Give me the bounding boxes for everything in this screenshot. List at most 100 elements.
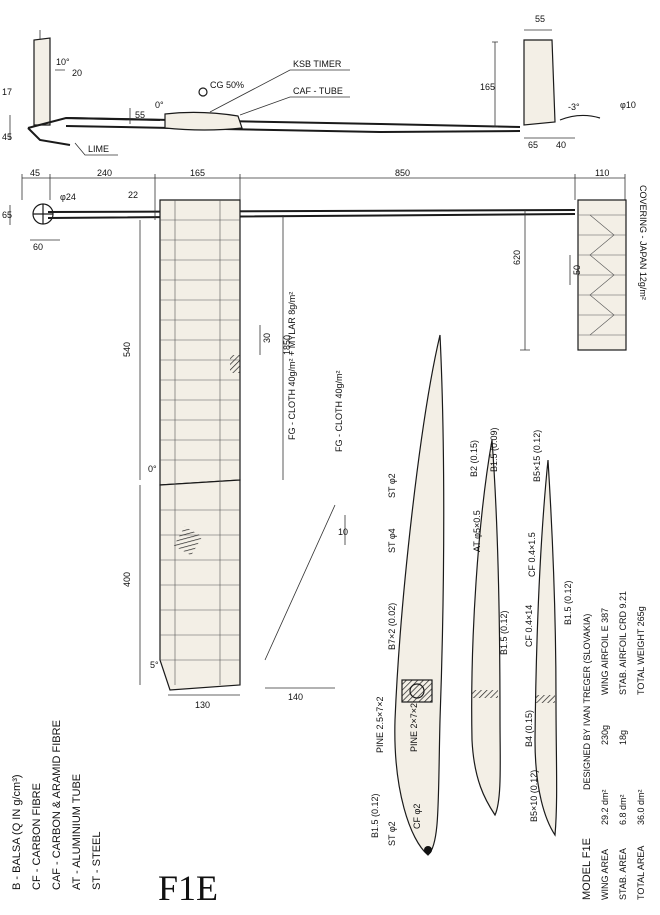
label-b5x15: B5×15 (0.12)	[532, 430, 542, 482]
angle-minus3: -3°	[568, 102, 580, 112]
label-b15-12b: B1.5 (0.12)	[563, 580, 573, 625]
dim-20: 20	[72, 68, 82, 78]
section-mid	[471, 439, 501, 817]
spec-wing-extra: WING AIRFOIL E 387	[600, 608, 610, 695]
label-cf2: CF φ2	[412, 804, 422, 829]
dim-wing-1850: 1850	[282, 335, 292, 355]
section-root	[394, 334, 445, 856]
dim-55: 55	[135, 110, 145, 120]
dim-top-24: φ24	[60, 192, 76, 202]
dim-wing-140: 140	[288, 692, 303, 702]
label-pine1: PINE 2.5×7×2	[375, 696, 385, 753]
wing-inner-panel	[159, 199, 241, 486]
dim-top-65: 65	[2, 210, 12, 220]
label-b7x2: B7×2 (0.02)	[387, 603, 397, 650]
spec-wing-mass: 230g	[600, 725, 610, 745]
dim-17: 17	[2, 87, 12, 97]
legend-at: AT - ALUMINIUM TUBE	[71, 774, 83, 890]
plan-title: F1E	[158, 868, 218, 908]
label-pine2: PINE 2×7×2	[409, 703, 419, 752]
cg-label: CG 50%	[210, 80, 244, 90]
dim-wing-540: 540	[122, 342, 132, 357]
caf-tube-label: CAF - TUBE	[293, 86, 343, 96]
dim-top-22: 22	[128, 190, 138, 200]
label-b15-12c: B1.5 (0.12)	[370, 793, 380, 838]
dim-40: 40	[556, 140, 566, 150]
label-st2-top: ST φ2	[387, 473, 397, 498]
section-root-rod	[424, 846, 432, 854]
legend-cf: CF - CARBON FIBRE	[31, 783, 43, 890]
angle-wing-5: 5°	[150, 660, 159, 670]
label-b5x10: B5×10 (0.12)	[529, 770, 539, 822]
spec-total-area: 36.0 dm²	[636, 789, 646, 825]
dim-wing-400: 400	[122, 572, 132, 587]
spec-stab-area: 6.8 dm²	[618, 794, 628, 825]
label-b4: B4 (0.15)	[524, 710, 534, 747]
spec-stab-mass: 18g	[618, 730, 628, 745]
label-at: AT φ5×0.5	[472, 510, 482, 552]
spec-stab-extra: STAB. AIRFOIL CRD 9.21	[618, 591, 628, 695]
legend-st: ST - STEEL	[91, 832, 103, 890]
material-legend: B - BALSA (Q IN g/cm³) CF - CARBON FIBRE…	[11, 720, 103, 890]
angle-0: 0°	[155, 100, 164, 110]
label-b15-09: B1.5 (0.09)	[489, 427, 499, 472]
label-b15-12a: B1.5 (0.12)	[499, 610, 509, 655]
cg-mark	[198, 87, 208, 97]
label-st2-bot: ST φ2	[387, 821, 397, 846]
section-tip-spar	[535, 695, 555, 703]
dim-top-850: 850	[395, 168, 410, 178]
spec-designed: DESIGNED BY IVAN TREGER (SLOVAKIA)	[582, 614, 592, 790]
dim-stab-50: 50	[572, 265, 582, 275]
spec-wing-area: 29.2 dm²	[600, 789, 610, 825]
angle-wing-0: 0°	[148, 464, 157, 474]
nose-pod	[27, 116, 161, 146]
covering-label: COVERING - JAPAN 12g/m²	[638, 185, 648, 300]
legend-caf: CAF - CARBON & ARAMID FIBRE	[51, 720, 63, 890]
label-b2: B2 (0.15)	[469, 440, 479, 477]
side-boom	[65, 117, 521, 134]
dim-stab-620: 620	[512, 250, 522, 265]
fg-cloth-mylar: FG - CLOTH 40g/m² + MYLAR 8g/m²	[287, 292, 297, 440]
wing-sections: ST φ2 ST φ4 B7×2 (0.02) AT φ5×0.5 B2 (0.…	[370, 334, 573, 856]
spec-model: MODEL F1E	[581, 838, 593, 900]
tail-fin	[523, 39, 556, 126]
wing-joiner-hatch	[230, 355, 240, 373]
wing-hatch-2	[173, 526, 203, 556]
spec-stab-label: STAB. AREA	[618, 848, 628, 900]
dim-wing-130: 130	[195, 700, 210, 710]
spec-table: MODEL F1E DESIGNED BY IVAN TREGER (SLOVA…	[581, 591, 646, 900]
section-mid-spar	[472, 690, 498, 698]
side-view: KSB TIMER CAF - TUBE CG 50% LIME 55 165 …	[2, 14, 636, 156]
spec-wing-label: WING AREA	[600, 849, 610, 900]
dim-45: 45	[2, 132, 12, 142]
section-root-tube	[409, 683, 425, 699]
dim-phi10: φ10	[620, 100, 636, 110]
ksb-timer-label: KSB TIMER	[293, 59, 342, 69]
dim-top-110: 110	[595, 168, 609, 178]
legend-b: B - BALSA (Q IN g/cm³)	[11, 774, 23, 890]
section-tip	[534, 459, 558, 837]
spec-total-extra: TOTAL WEIGHT 265g	[636, 606, 646, 695]
dim-top-165: 165	[190, 168, 205, 178]
dim-65: 65	[528, 140, 538, 150]
fg-cloth-40: FG - CLOTH 40g/m²	[334, 370, 344, 452]
dim-top-45: 45	[30, 168, 40, 178]
top-boom	[47, 209, 576, 219]
nose-fin	[33, 37, 51, 126]
label-st4: ST φ4	[387, 528, 397, 553]
lime-label: LIME	[88, 144, 109, 154]
label-cf15: CF 0.4×1.5	[527, 532, 537, 577]
dim-top-60: 60	[33, 242, 43, 252]
top-view: 45 240 165 850 110 65 φ24 22 60 620 50 C…	[2, 168, 648, 710]
section-root-spar	[401, 679, 433, 703]
dim-fin-165: 165	[480, 82, 495, 92]
angle-10: 10°	[56, 57, 70, 67]
dim-wing-30: 30	[262, 333, 272, 343]
label-cf14: CF 0.4×14	[524, 605, 534, 647]
dim-wing-10: 10	[338, 527, 348, 537]
dim-fin-55: 55	[535, 14, 545, 24]
dim-top-240: 240	[97, 168, 112, 178]
timer-pod	[164, 111, 243, 131]
spec-total-label: TOTAL AREA	[636, 846, 646, 900]
